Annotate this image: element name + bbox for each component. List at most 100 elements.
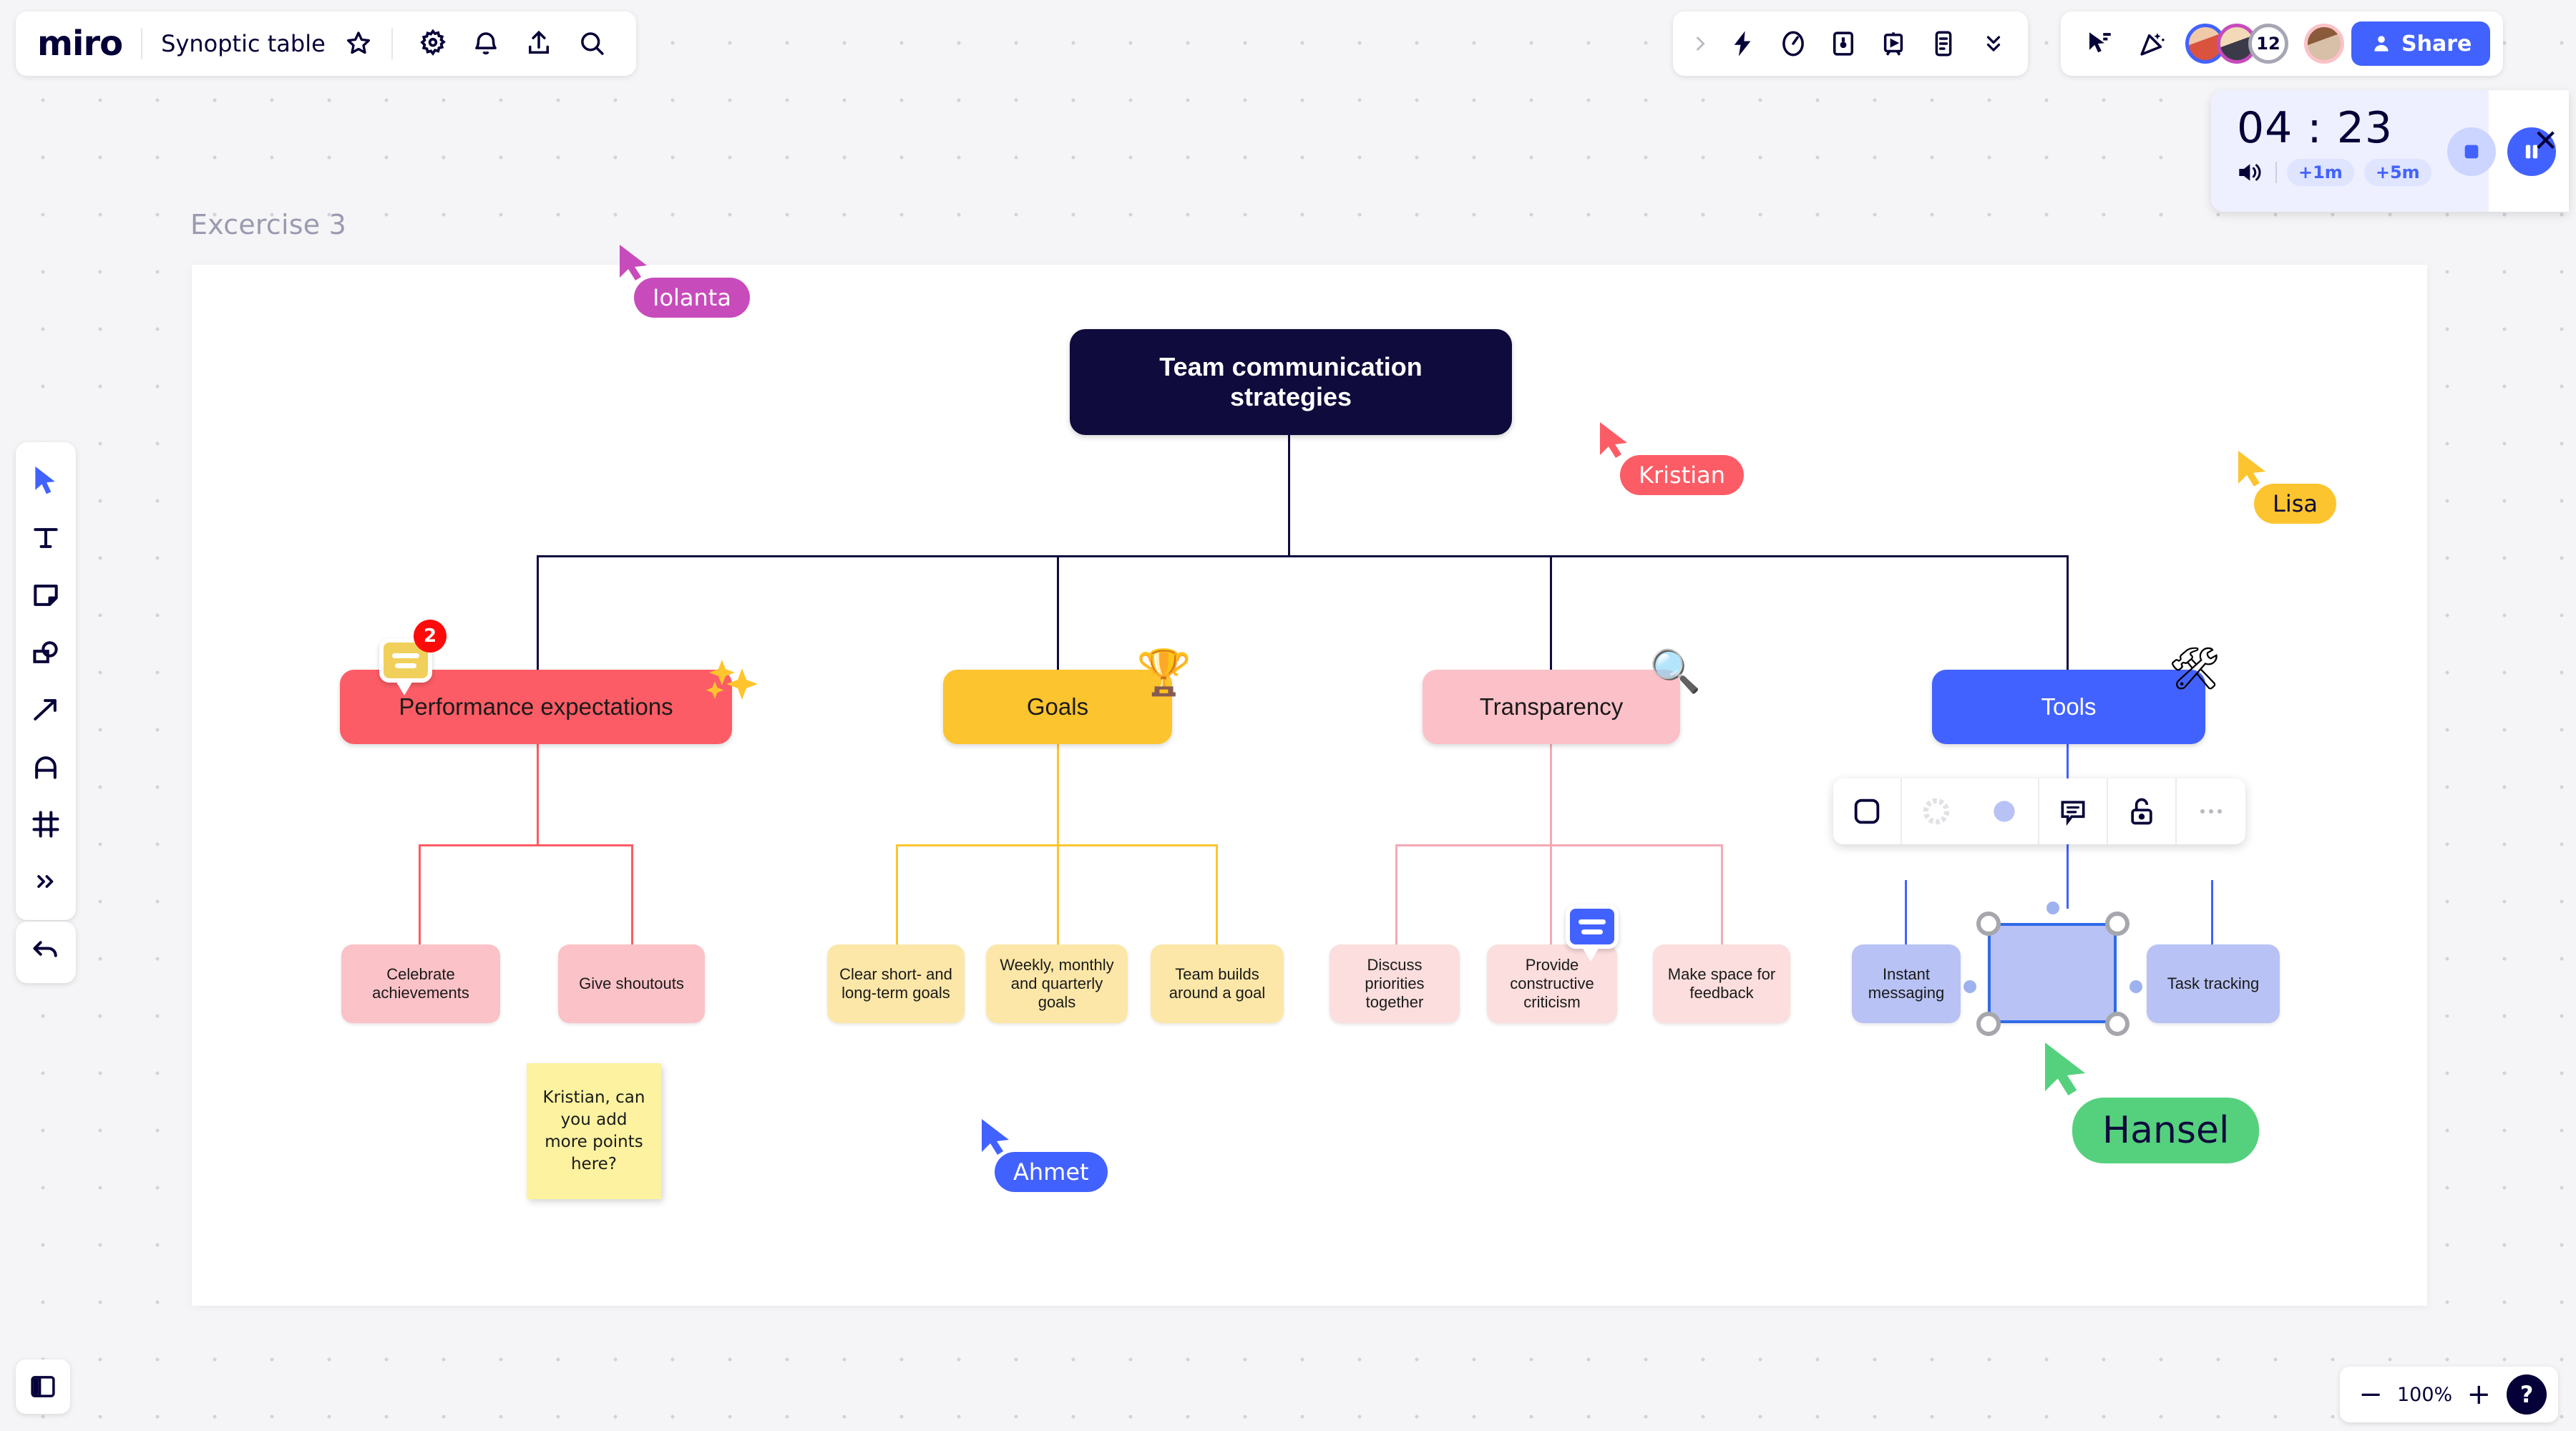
cursor-pointer-icon: [1600, 422, 1627, 458]
cursor-lisa: Lisa: [2235, 449, 2336, 524]
miro-logo[interactable]: miro: [37, 24, 123, 64]
node-instant-messaging[interactable]: Instant messaging: [1852, 944, 1961, 1023]
cursor-tool-button[interactable]: [21, 452, 70, 509]
collaborator-avatars[interactable]: 12: [2182, 24, 2291, 64]
zoom-level-label[interactable]: 100%: [2397, 1383, 2453, 1406]
comment-bubble-performance[interactable]: [379, 638, 432, 695]
unlock-button[interactable]: [2108, 778, 2177, 844]
frame-label[interactable]: Excercise 3: [190, 209, 346, 240]
frame-tool-button[interactable]: [21, 796, 70, 853]
connector-dot-right[interactable]: [2129, 980, 2142, 993]
node-team-builds[interactable]: Team builds around a goal: [1151, 944, 1284, 1023]
node-tools[interactable]: Tools: [1932, 670, 2205, 744]
cursor-pointer-icon: [982, 1119, 1009, 1155]
timer-tool-button[interactable]: [1770, 21, 1816, 67]
search-button[interactable]: [569, 21, 615, 67]
compass-icon: [1782, 31, 1804, 57]
node-weekly-goals[interactable]: Weekly, monthly and quarterly goals: [986, 944, 1128, 1023]
reactions-button[interactable]: [2129, 21, 2175, 67]
star-icon: [346, 31, 370, 54]
fill-color-button[interactable]: [1971, 778, 2039, 844]
add-five-minutes-button[interactable]: +5m: [2363, 159, 2431, 186]
chevrons-down-icon: [1986, 36, 2001, 52]
comment-count-badge[interactable]: 2: [414, 620, 447, 653]
selection-handle-bl[interactable]: [1976, 1012, 2001, 1036]
text-tool-button[interactable]: [21, 509, 70, 567]
connector-tool-button[interactable]: [21, 681, 70, 738]
zoom-in-button[interactable]: +: [2467, 1378, 2491, 1411]
card-button[interactable]: [1820, 21, 1866, 67]
sparkles-icon: [706, 660, 758, 700]
node-clear-goals[interactable]: Clear short- and long-term goals: [827, 944, 965, 1023]
node-label: Give shoutouts: [579, 975, 684, 993]
node-empty-selected[interactable]: [1988, 923, 2117, 1023]
more-tools-button[interactable]: [21, 853, 70, 910]
connector-dot-left[interactable]: [1963, 980, 1976, 993]
cursor-kristian: Kristian: [1597, 421, 1745, 495]
node-task-tracking[interactable]: Task tracking: [2147, 944, 2280, 1023]
board-settings-button[interactable]: [410, 21, 456, 67]
current-user-avatar[interactable]: [2304, 24, 2344, 64]
cursor-pointer-icon: [620, 245, 647, 280]
cursor-label: Iolanta: [634, 278, 750, 318]
cursor-ahmet: Ahmet: [979, 1118, 1108, 1192]
bell-icon: [474, 32, 497, 55]
sticky-note[interactable]: Kristian, can you add more points here?: [527, 1063, 661, 1199]
panel-toggle-button[interactable]: [16, 1359, 70, 1414]
edge-transp-child2: [1550, 844, 1552, 944]
favorite-star-button[interactable]: [336, 21, 381, 67]
shape-context-toolbar[interactable]: [1833, 778, 2245, 844]
cursor-hansel: Hansel: [2041, 1040, 2260, 1163]
timer-display[interactable]: 04 : 23: [2237, 103, 2394, 153]
help-button[interactable]: ?: [2507, 1374, 2547, 1415]
node-label: Team builds around a goal: [1169, 965, 1266, 1002]
sticky-note-tool-button[interactable]: [21, 567, 70, 624]
edge-transp-child3: [1721, 844, 1723, 944]
lightning-icon: [1734, 31, 1751, 57]
edge-horizontal-bus: [537, 555, 2068, 557]
edge-goals-down: [1057, 744, 1059, 844]
timer-stop-button[interactable]: [2447, 127, 2496, 176]
pause-icon: [2525, 145, 2538, 159]
timer-close-button[interactable]: ✕: [2533, 123, 2559, 158]
follow-cursor-button[interactable]: [2077, 21, 2122, 67]
notifications-button[interactable]: [463, 21, 509, 67]
node-goals[interactable]: Goals: [943, 670, 1172, 744]
avatar-overflow-count[interactable]: 12: [2248, 24, 2288, 64]
comment-button[interactable]: [2039, 778, 2108, 844]
shape-icon-button[interactable]: [1833, 778, 1902, 844]
node-celebrate-achievements[interactable]: Celebrate achievements: [341, 944, 500, 1023]
comment-bubble-criticism[interactable]: [1566, 904, 1619, 962]
volume-icon[interactable]: [2237, 160, 2265, 185]
more-options-button[interactable]: [2177, 778, 2245, 844]
shapes-tool-button[interactable]: [21, 624, 70, 681]
node-make-space-feedback[interactable]: Make space for feedback: [1653, 944, 1790, 1023]
border-color-button[interactable]: [1902, 778, 1971, 844]
expand-panel-button[interactable]: [1684, 21, 1716, 67]
undo-button[interactable]: [16, 922, 76, 983]
cursor-label: Ahmet: [995, 1152, 1108, 1192]
board-title[interactable]: Synoptic table: [161, 30, 326, 57]
connector-dot-top[interactable]: [2046, 902, 2059, 914]
sticky-note-text: Kristian, can you add more points here?: [542, 1088, 645, 1174]
selection-handle-tl[interactable]: [1976, 912, 2001, 936]
selection-handle-br[interactable]: [2105, 1012, 2129, 1036]
share-button-label: Share: [2401, 31, 2472, 57]
node-root[interactable]: Team communication strategies: [1070, 329, 1512, 435]
pen-tool-button[interactable]: [21, 738, 70, 796]
more-apps-button[interactable]: [1971, 21, 2016, 67]
node-discuss-priorities[interactable]: Discuss priorities together: [1330, 944, 1460, 1023]
selection-handle-tr[interactable]: [2105, 912, 2129, 936]
notes-button[interactable]: [1921, 21, 1966, 67]
automation-button[interactable]: [1720, 21, 1766, 67]
timer-widget: 04 : 23 +1m +5m ✕: [2211, 90, 2569, 212]
zoom-out-button[interactable]: −: [2358, 1378, 2383, 1411]
presentation-button[interactable]: [1870, 21, 1916, 67]
share-button[interactable]: Share: [2351, 21, 2491, 66]
timer-pause-button[interactable]: [2507, 127, 2556, 176]
node-transparency[interactable]: Transparency: [1423, 670, 1680, 744]
node-give-shoutouts[interactable]: Give shoutouts: [558, 944, 705, 1023]
export-button[interactable]: [516, 21, 562, 67]
add-one-minute-button[interactable]: +1m: [2287, 159, 2354, 186]
